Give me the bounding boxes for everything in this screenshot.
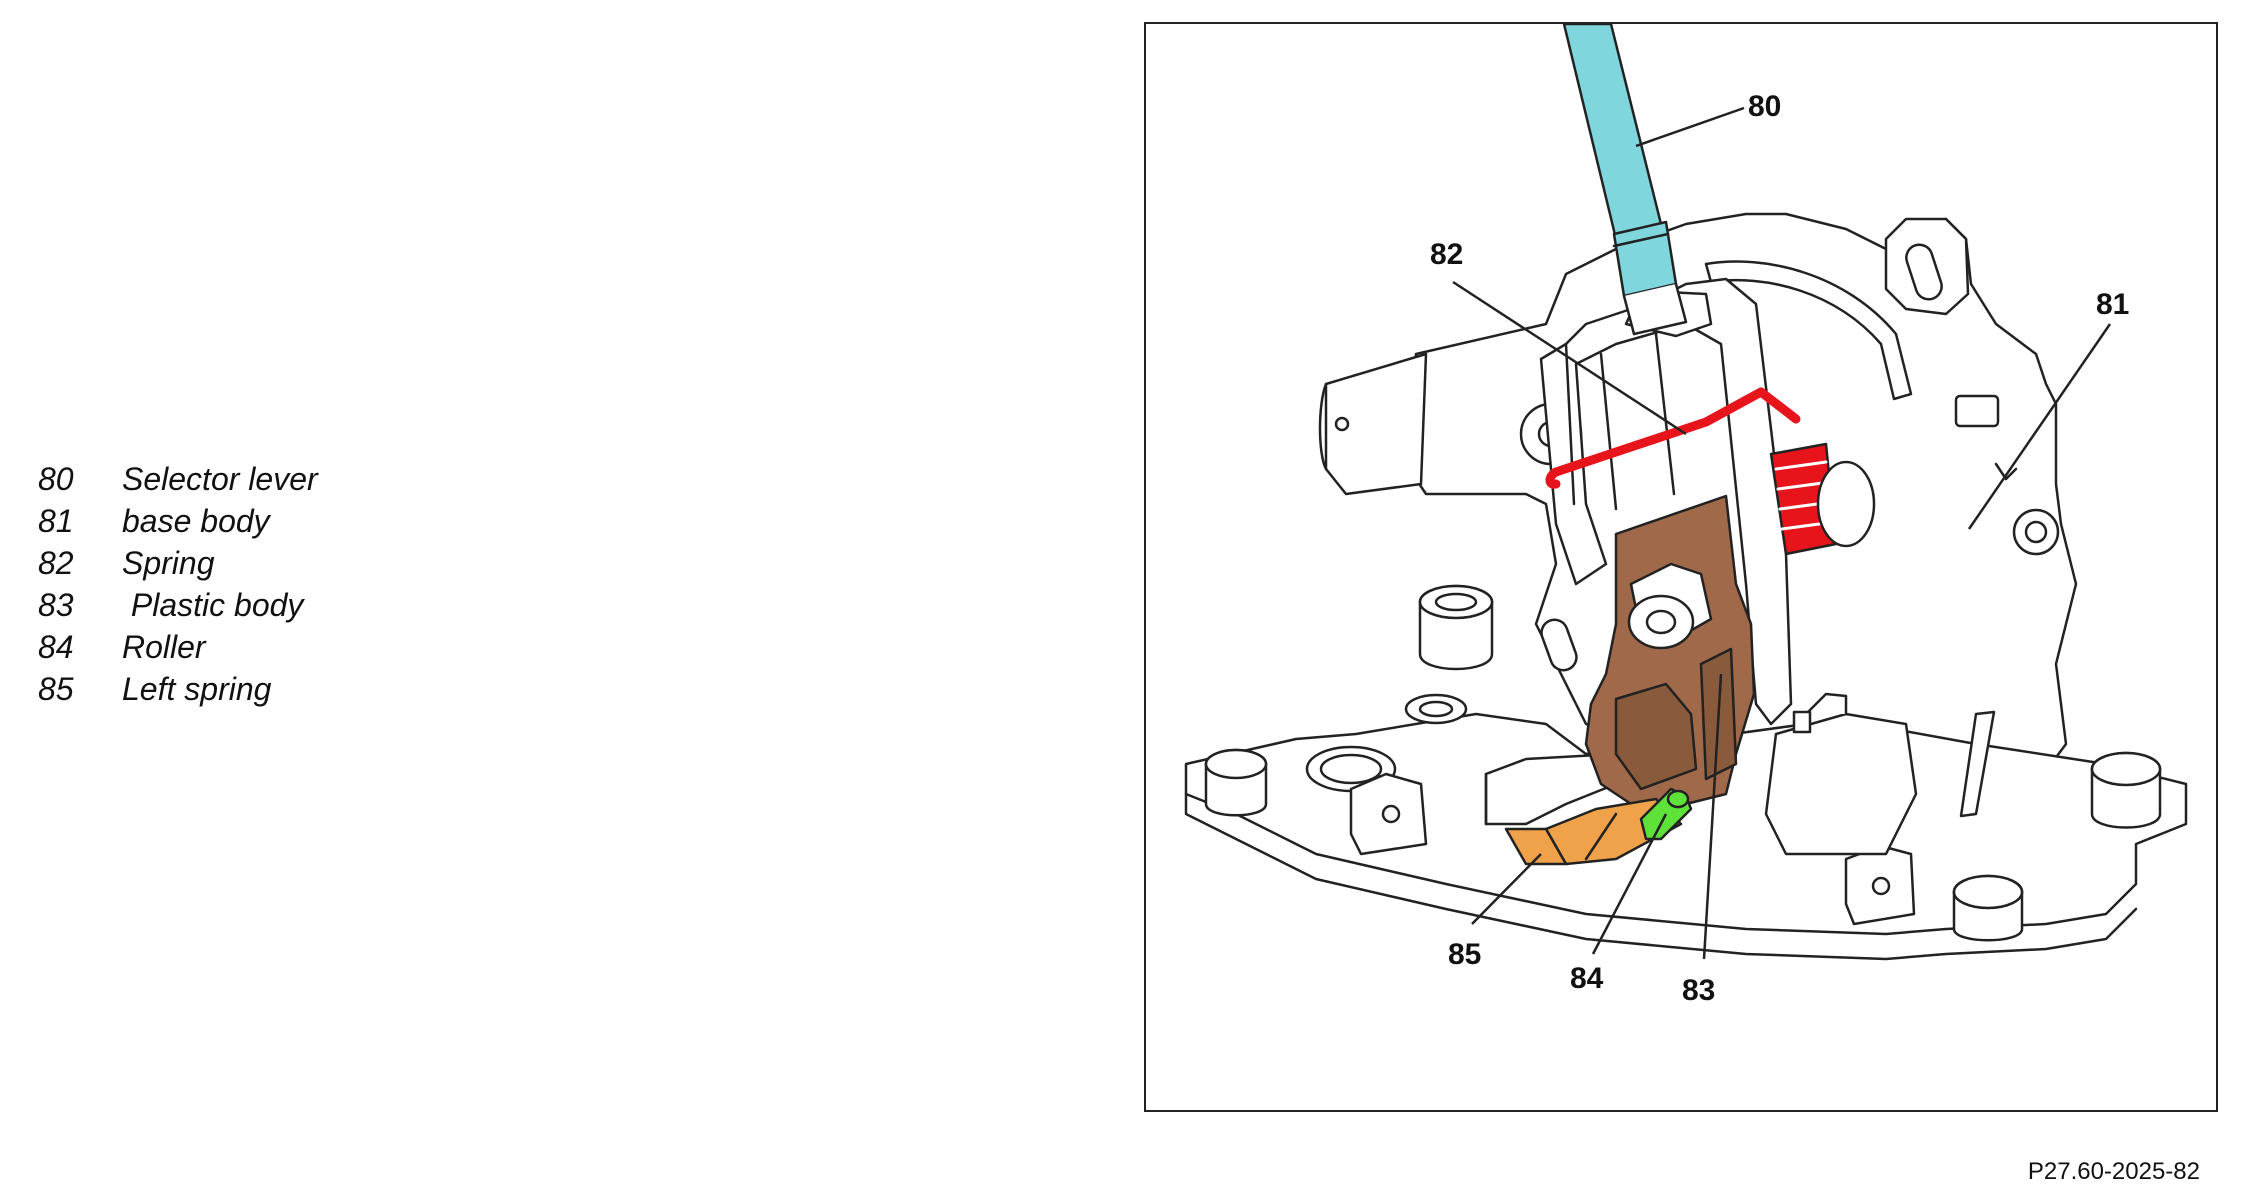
legend-number: 85: [38, 671, 74, 707]
spring-pivot-cap: [1816, 460, 1876, 548]
legend-item-81: 81 base body: [38, 500, 458, 542]
figure-code: P27.60-2025-82: [2027, 1158, 2200, 1185]
legend-label: base body: [122, 503, 270, 539]
callout-81: 81: [2096, 288, 2129, 321]
base-plate: [1184, 712, 2188, 936]
legend-label: Selector lever: [122, 461, 318, 497]
legend-label: Plastic body: [122, 587, 304, 623]
callout-83: 83: [1682, 974, 1715, 1007]
legend-item-84: 84 Roller: [38, 626, 458, 668]
legend-number: 81: [38, 503, 74, 539]
callout-85: 85: [1448, 938, 1481, 971]
detent-arc: [1704, 260, 1913, 401]
callout-84: 84: [1570, 962, 1604, 995]
spring: [1545, 387, 1801, 489]
figure-frame: 80 82 81 85 84 83: [1144, 22, 2218, 1112]
legend-item-80: 80 Selector lever: [38, 458, 458, 500]
legend-number: 82: [38, 545, 74, 581]
parts-legend: 80 Selector lever 81 base body 82 Spring…: [38, 458, 458, 710]
selector-mechanism-diagram: 80 82 81 85 84 83: [1184, 24, 2188, 1007]
base-plate-bosses: [1204, 584, 2162, 942]
switch-housing: [1764, 712, 1918, 856]
legend-label: Roller: [122, 629, 206, 665]
legend-item-82: 82 Spring: [38, 542, 458, 584]
legend-item-83: 83 Plastic body: [38, 584, 458, 626]
legend-label: Spring: [122, 545, 215, 581]
callout-82: 82: [1430, 238, 1463, 271]
base-body-tab-left: [1324, 352, 1428, 496]
legend-number: 84: [38, 629, 74, 665]
legend-label: Left spring: [122, 671, 272, 707]
legend-item-85: 85 Left spring: [38, 668, 458, 710]
legend-number: 80: [38, 461, 74, 497]
callout-80: 80: [1748, 90, 1781, 123]
legend-number: 83: [38, 587, 74, 623]
